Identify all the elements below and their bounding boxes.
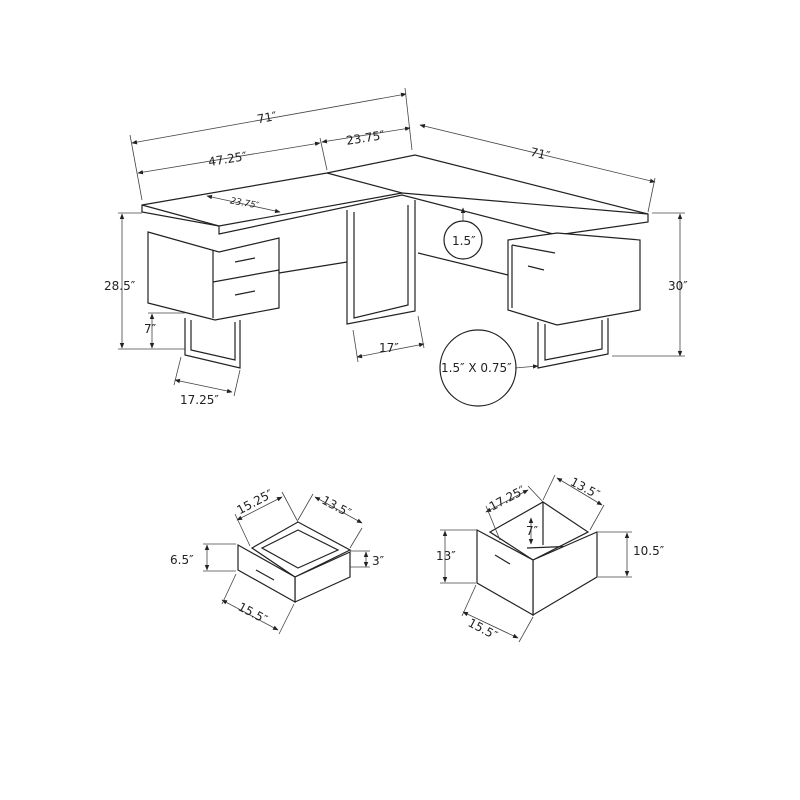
dim-left-wing-length: 47.25″: [207, 149, 248, 169]
dim-corner-depth: 23.75″: [345, 128, 386, 148]
file-drawer-side-height: 10.5″: [633, 544, 665, 558]
file-drawer-front: [476, 528, 534, 617]
dim-right-height: 30″: [668, 279, 688, 293]
dim-leg-profile: 1.5″ X 0.75″: [441, 361, 512, 375]
dimension-lines: [118, 87, 685, 397]
dim-leg-clearance: 7″: [144, 322, 157, 336]
left-leg: [184, 318, 241, 369]
file-drawer-inner-height: 7″: [526, 524, 539, 538]
dim-top-thickness: 1.5″: [452, 234, 476, 248]
dim-leg-depth: 17.25″: [180, 393, 219, 407]
small-drawer-inner-width: 13.5″: [319, 493, 354, 520]
file-drawer-front-height: 13″: [436, 549, 456, 563]
dim-total-width: 71″: [256, 109, 278, 126]
small-drawer-front: [237, 543, 296, 604]
dim-right-wing-length: 71″: [529, 145, 552, 163]
small-drawer-front-width: 15.5″: [236, 600, 271, 627]
dim-left-height: 28.5″: [104, 279, 136, 293]
file-drawer-drawing: [440, 474, 632, 643]
small-drawer-front-height: 6.5″: [170, 553, 194, 567]
small-drawer-drawing: [203, 491, 370, 635]
dim-center-leg-depth: 17″: [379, 341, 399, 355]
right-pedestal: [507, 232, 641, 326]
small-drawer-side-height: 3″: [372, 554, 385, 568]
center-leg: [346, 200, 416, 325]
small-drawer-depth: 15.25″: [234, 486, 275, 517]
file-drawer-depth: 17.25″: [487, 483, 528, 514]
file-drawer-front-width: 15.5″: [466, 616, 501, 643]
file-drawer-inner-width: 13.5″: [568, 475, 603, 502]
desk-drawing: [141, 154, 649, 407]
right-leg: [537, 318, 609, 369]
